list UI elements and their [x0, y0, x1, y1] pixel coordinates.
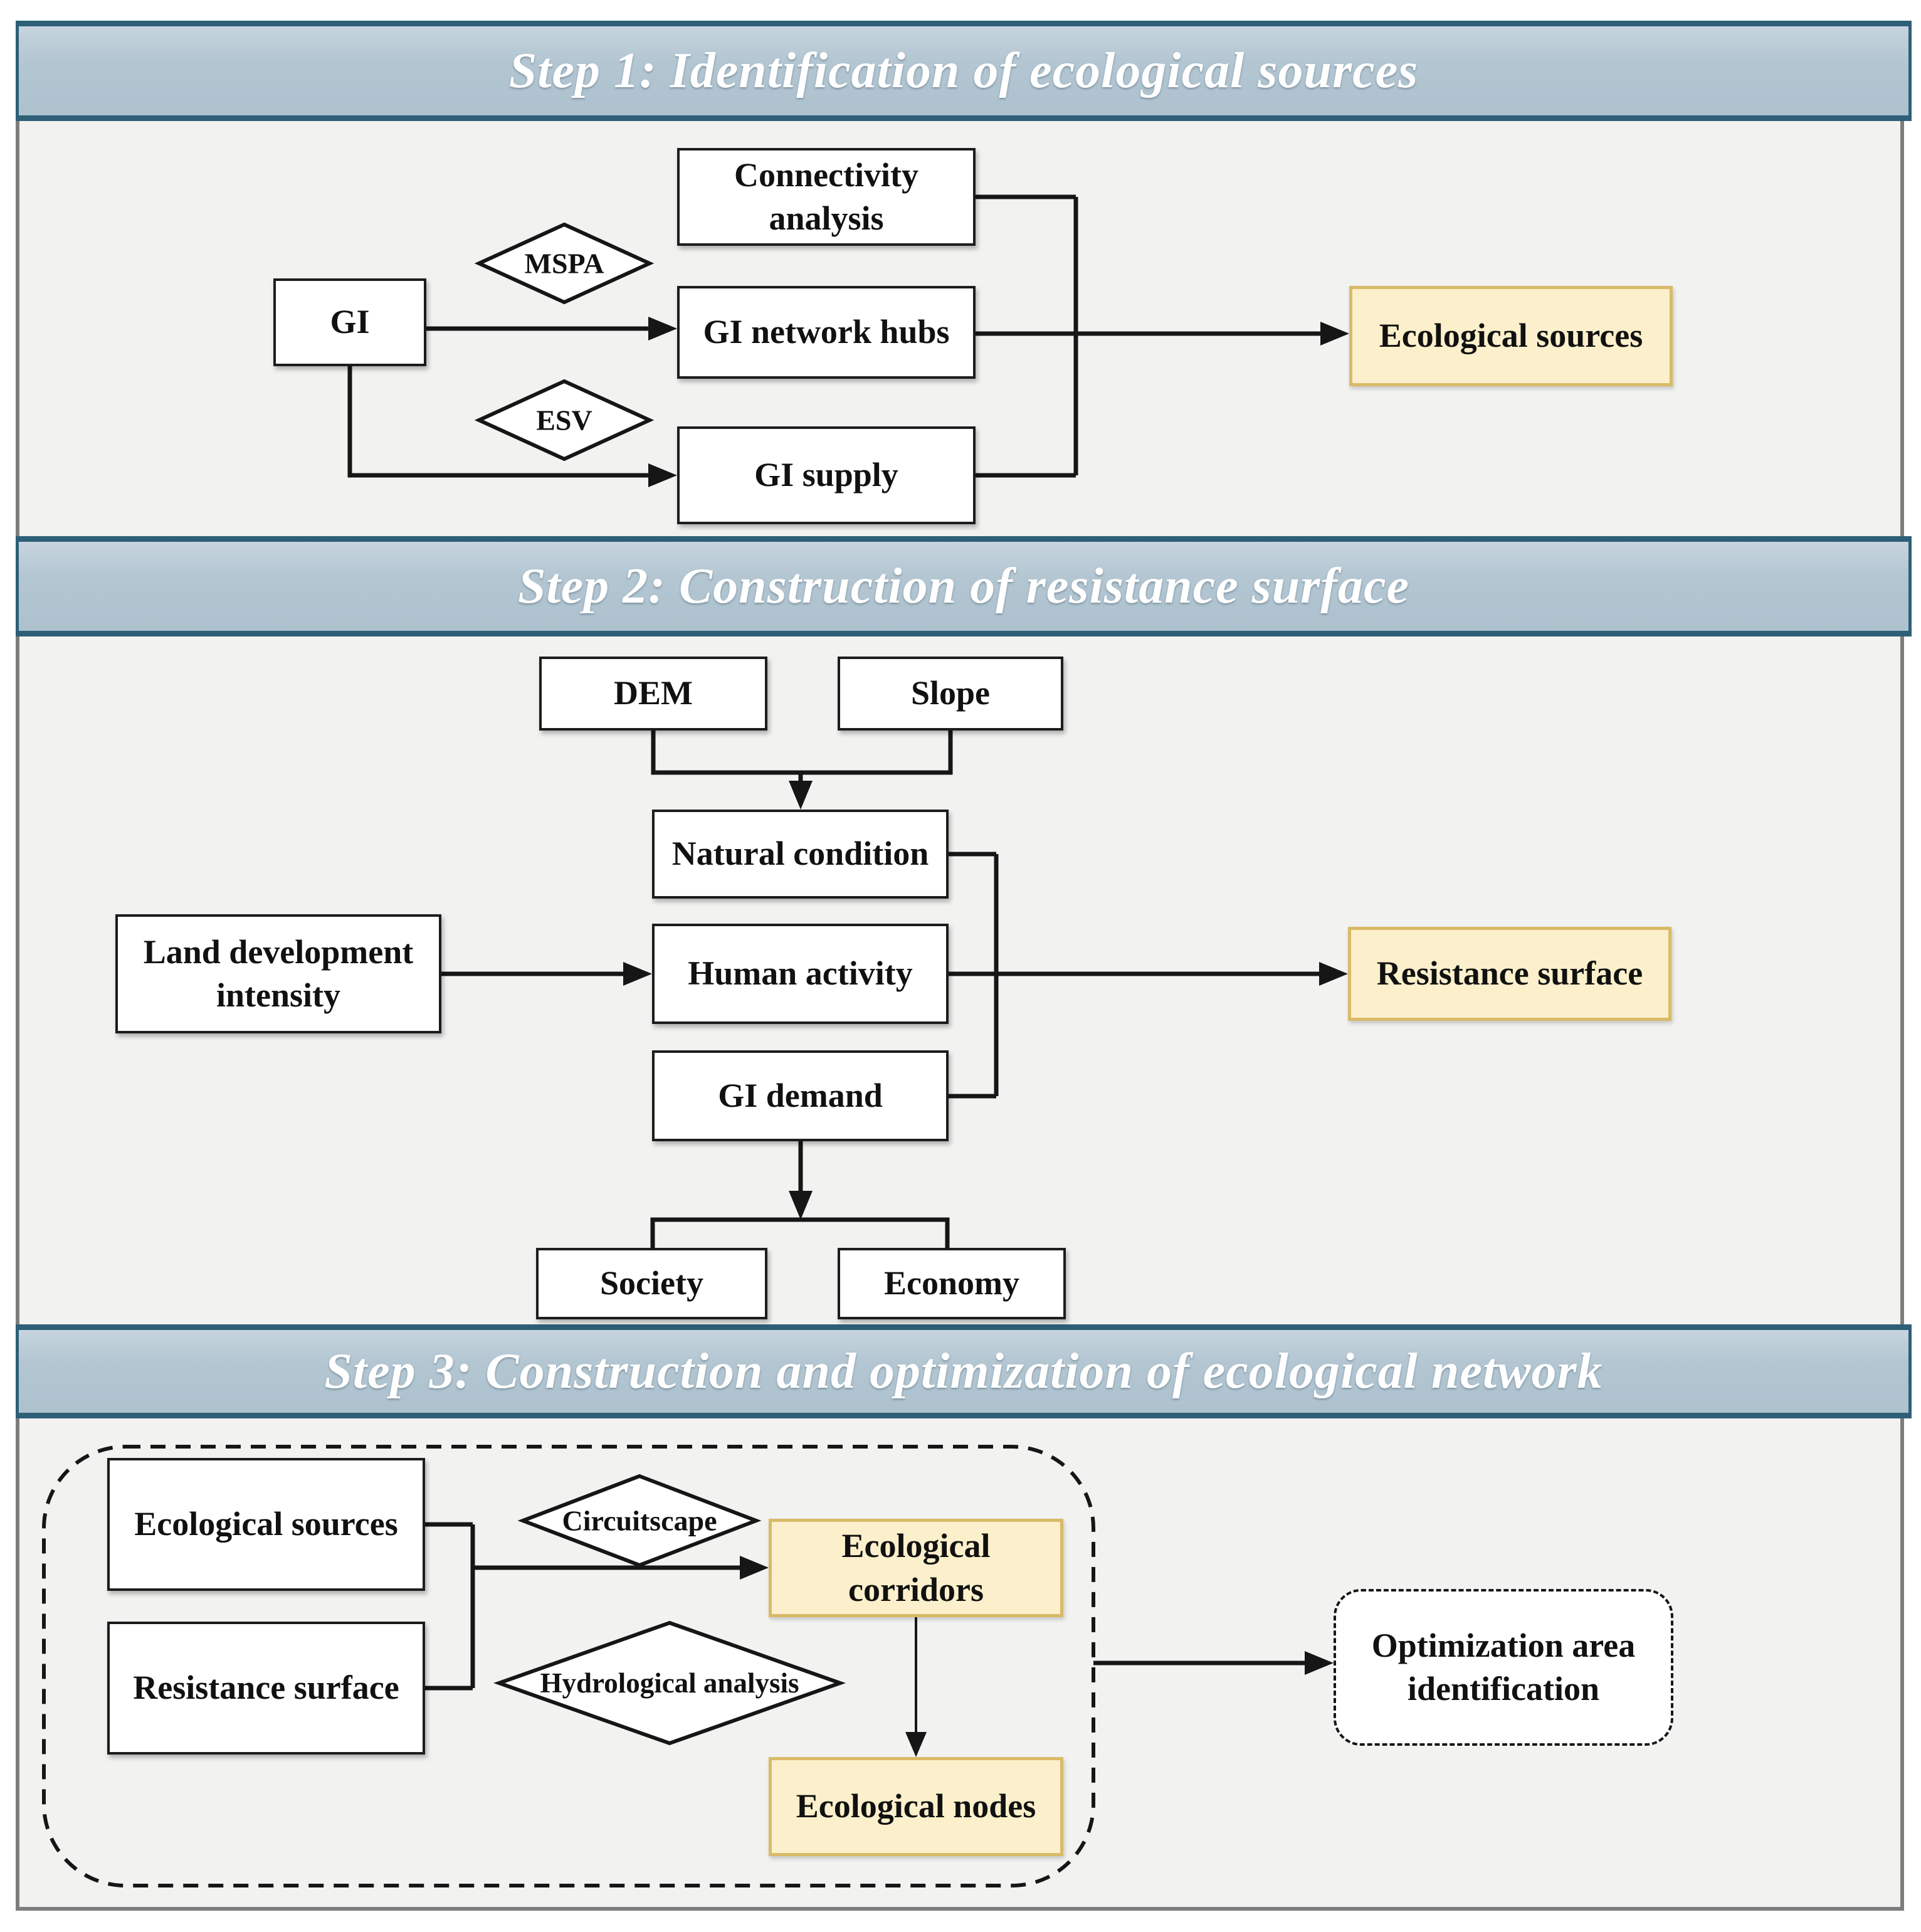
node-human-activity: Human activity [652, 924, 949, 1024]
node-ecological-sources: Ecological sources [1349, 286, 1673, 386]
step2-header: Step 2: Construction of resistance surfa… [16, 536, 1912, 636]
node-natural-condition: Natural condition [652, 810, 949, 899]
node-gi: GI [273, 278, 426, 366]
node-economy: Economy [838, 1248, 1066, 1319]
node-gi-demand: GI demand [652, 1050, 949, 1141]
step3-title: Step 3: Construction and optimization of… [324, 1343, 1603, 1399]
node-gi-supply: GI supply [677, 426, 976, 524]
node-ecological-sources-input: Ecological sources [107, 1458, 425, 1591]
step3-header: Step 3: Construction and optimization of… [16, 1324, 1912, 1418]
hydrological-analysis-diamond: Hydrological analysis [493, 1620, 846, 1746]
edge-gi-to-supply [347, 366, 652, 478]
edge-split-society-economy [650, 1217, 950, 1248]
node-optimization-area-identification: Optimization area identification [1334, 1589, 1673, 1746]
arrowheads [623, 317, 1349, 1757]
node-connectivity-analysis: Connectivity analysis [677, 148, 976, 246]
edge-collector-step3 [425, 1522, 475, 1691]
mspa-label: MSPA [525, 248, 604, 280]
mspa-diamond: MSPA [474, 222, 655, 305]
node-ecological-nodes: Ecological nodes [769, 1757, 1063, 1856]
step1-title: Step 1: Identification of ecological sou… [508, 43, 1419, 98]
esv-label: ESV [536, 404, 592, 436]
node-gi-network-hubs: GI network hubs [677, 286, 976, 379]
step2-title: Step 2: Construction of resistance surfa… [517, 558, 1410, 614]
node-dem: DEM [539, 657, 767, 731]
edge-collector-step1 [976, 194, 1078, 478]
node-slope: Slope [838, 657, 1063, 731]
step3-group-outline [42, 1445, 1095, 1887]
node-ecological-corridors: Ecological corridors [769, 1519, 1063, 1617]
node-land-development-intensity: Land development intensity [115, 914, 441, 1033]
step1-header: Step 1: Identification of ecological sou… [16, 21, 1912, 121]
edge-dem-slope-join [651, 731, 953, 784]
hydrological-analysis-label: Hydrological analysis [540, 1667, 799, 1699]
node-resistance-surface: Resistance surface [1348, 927, 1671, 1021]
circuitscape-diamond: Circuitscape [517, 1474, 762, 1568]
esv-diamond: ESV [474, 379, 655, 462]
node-resistance-surface-input: Resistance surface [107, 1622, 425, 1755]
circuitscape-label: Circuitscape [562, 1505, 717, 1537]
node-society: Society [536, 1248, 767, 1319]
